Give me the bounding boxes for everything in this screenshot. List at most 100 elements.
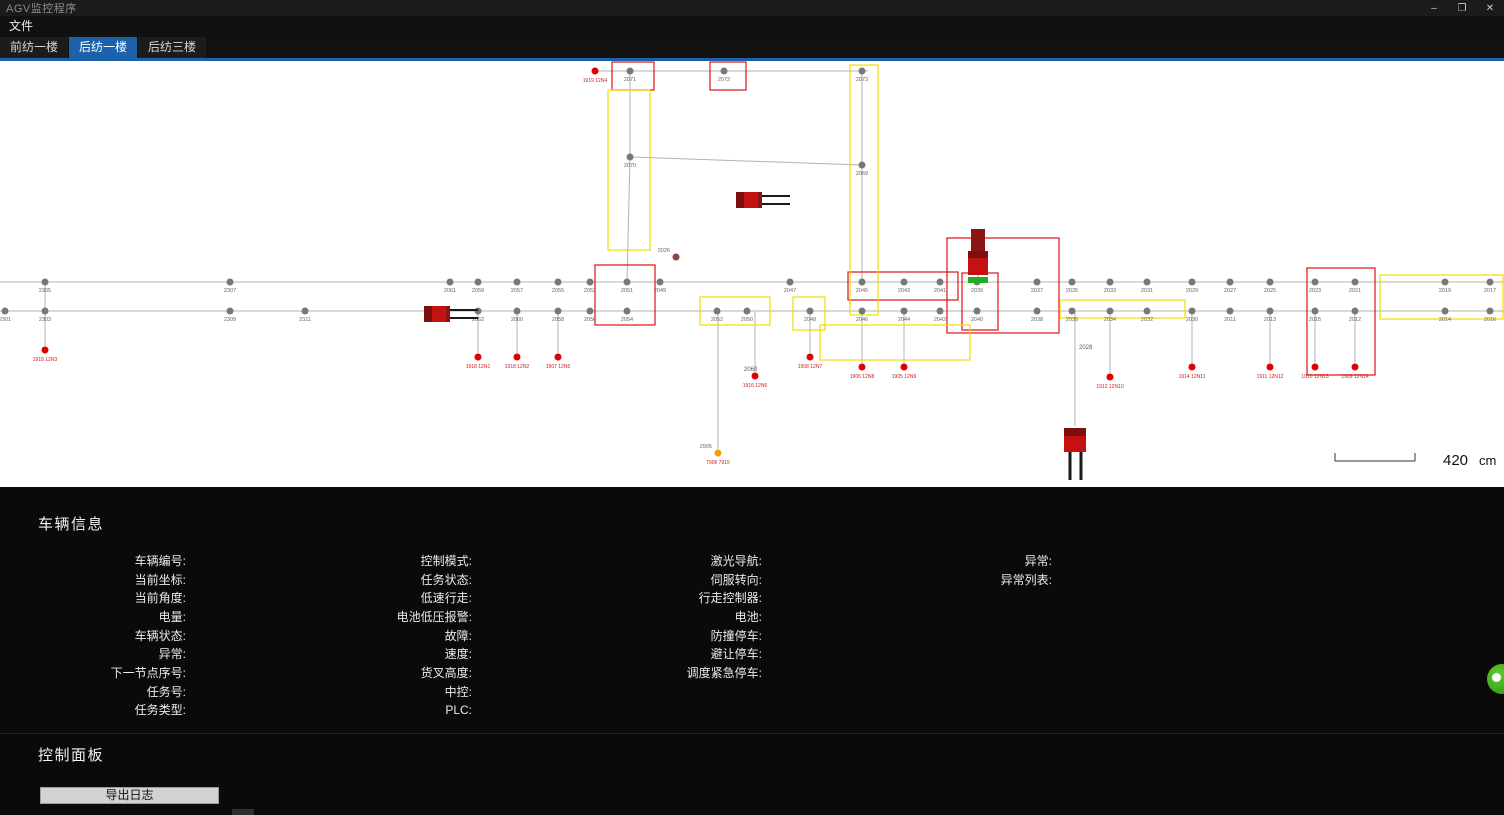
node-label: 2047 — [784, 288, 796, 294]
node-label: 2038 — [1031, 317, 1043, 323]
node-label: 2034 — [1104, 317, 1116, 323]
map-node — [1486, 307, 1494, 315]
info-field-row: PLC: — [320, 701, 535, 720]
node-label: 2027 — [1224, 288, 1236, 294]
warning-zone — [607, 89, 651, 251]
node-label: 2055 — [552, 288, 564, 294]
map-node — [786, 278, 794, 286]
dot-sublabel: 1906 12N8 — [850, 374, 875, 380]
map-node — [1441, 278, 1449, 286]
node-label: 2060 — [511, 317, 523, 323]
menu-file[interactable]: 文件 — [9, 18, 34, 33]
window-controls: – ❐ ✕ — [1420, 0, 1504, 16]
dot-sublabel: 1911 12N12 — [1257, 374, 1284, 380]
minimize-button[interactable]: – — [1420, 0, 1448, 16]
info-field-row: 电池低压报警: — [320, 607, 535, 626]
control-panel-title: 控制面板 — [38, 747, 105, 764]
alarm-zone — [847, 271, 959, 301]
info-field-row: 电池: — [610, 607, 825, 626]
alarm-dot — [858, 363, 866, 371]
map-node — [513, 278, 521, 286]
maximize-button[interactable]: ❐ — [1448, 0, 1476, 16]
node-label: 2014 — [1439, 317, 1451, 323]
dot-sublabel: 1908 12N7 — [798, 364, 823, 370]
node-label: 2053 — [584, 288, 596, 294]
agv-vehicle[interactable] — [736, 192, 790, 208]
map-node — [226, 307, 234, 315]
node-label: 2013 — [1264, 317, 1276, 323]
scale-unit: cm — [1479, 453, 1496, 468]
map-node — [900, 307, 908, 315]
map-node — [626, 153, 634, 161]
map-node — [720, 67, 728, 75]
map-node — [1226, 307, 1234, 315]
alarm-dot — [1188, 363, 1196, 371]
node-label: 2015 — [1309, 317, 1321, 323]
map-node — [1311, 278, 1319, 286]
node-label: 2057 — [511, 288, 523, 294]
dot-sublabel: 7906 7915 — [706, 460, 730, 466]
node-label: 2061 — [444, 288, 456, 294]
info-field-label: 控制模式: — [420, 553, 472, 568]
tab-front-spinning-1f[interactable]: 前纺一楼 — [0, 37, 69, 58]
agv-vehicle[interactable] — [424, 306, 478, 322]
info-field-row: 故障: — [320, 626, 535, 645]
node-label: 2041 — [934, 288, 946, 294]
node-label: 2056 — [584, 317, 596, 323]
node-label: 2049 — [654, 288, 666, 294]
dot-sublabel: 1910 12N13 — [1301, 374, 1328, 380]
vehicle-info-title: 车辆信息 — [38, 516, 105, 533]
info-field-row: 避让停车: — [610, 644, 825, 663]
window-title: AGV监控程序 — [6, 3, 77, 15]
map-node — [858, 161, 866, 169]
node-label: 2043 — [898, 288, 910, 294]
map-node — [626, 67, 634, 75]
node-label: 2016 — [1484, 317, 1496, 323]
menu-bar: 文件 — [0, 16, 1504, 34]
map-node — [1226, 278, 1234, 286]
path-edge — [629, 156, 863, 166]
map-node — [623, 307, 631, 315]
tab-back-spinning-1f[interactable]: 后纺一楼 — [69, 37, 138, 58]
agv-vehicle[interactable] — [1064, 428, 1086, 480]
scale-value: 420 — [1443, 452, 1468, 469]
vehicle-info-column-3: 激光导航:伺服转向:行走控制器:电池:防撞停车:避让停车:调度紧急停车: — [610, 551, 825, 682]
alarm-dot — [1311, 363, 1319, 371]
vehicle-info-column-4: 异常:异常列表: — [900, 551, 1115, 588]
info-field-label: 电池: — [734, 609, 762, 624]
dot-sublabel: 1916 12N6 — [743, 383, 768, 389]
node-label: 2025 — [1264, 288, 1276, 294]
map-node — [1106, 307, 1114, 315]
info-field-label: 低速行走: — [420, 591, 472, 606]
minimize-icon: – — [1431, 2, 1437, 14]
warning-zone — [849, 64, 879, 316]
alarm-dot — [806, 353, 814, 361]
info-field-row: 异常: — [900, 551, 1115, 570]
map-scale: 420 cm — [1334, 452, 1496, 469]
alarm-dot — [1106, 373, 1114, 381]
info-field-row: 当前角度: — [34, 588, 249, 607]
info-field-label: 异常: — [158, 647, 186, 662]
agv-vehicle[interactable] — [968, 229, 988, 283]
node-label: 2305 — [39, 288, 51, 294]
node-label: 2030 — [1186, 317, 1198, 323]
alarm-zone — [1306, 267, 1376, 376]
tab-back-spinning-3f[interactable]: 后纺三楼 — [138, 37, 207, 58]
alarm-dot — [714, 449, 722, 457]
map-node — [1486, 278, 1494, 286]
info-field-label: 货叉高度: — [420, 665, 472, 680]
export-log-button[interactable]: 导出日志 — [40, 787, 219, 804]
info-field-label: 中控: — [444, 684, 472, 699]
node-label: 2029 — [1186, 288, 1198, 294]
alarm-dot — [900, 363, 908, 371]
node-label: 2046 — [856, 317, 868, 323]
info-field-label: 故障: — [444, 628, 472, 643]
warning-zone — [819, 324, 971, 361]
info-field-row: 任务类型: — [34, 701, 249, 720]
path-edge — [626, 156, 631, 283]
close-button[interactable]: ✕ — [1476, 0, 1504, 16]
node-label: 2019 — [1439, 288, 1451, 294]
clipped-element — [232, 809, 254, 815]
floating-assistant-button[interactable] — [1487, 664, 1504, 694]
